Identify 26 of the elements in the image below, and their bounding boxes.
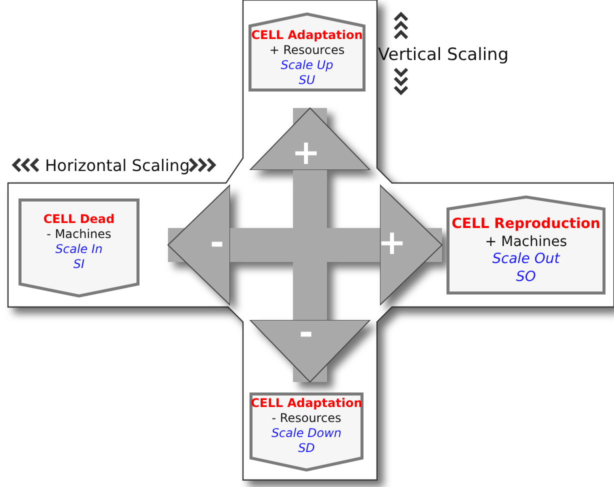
- node-text: - Resources: [272, 411, 342, 426]
- pentagon-box: [249, 392, 364, 472]
- node-text: + Resources: [269, 43, 345, 58]
- node-text: SO: [516, 268, 536, 286]
- node-text: Scale Out: [492, 251, 560, 268]
- node-text: SI: [73, 257, 85, 272]
- edge-label: +: [378, 226, 406, 260]
- axis-label: Horizontal Scaling: [45, 155, 190, 177]
- node-text: CELL Reproduction: [452, 216, 600, 234]
- node-text: SD: [298, 441, 315, 456]
- node-text: CELL Adaptation: [251, 28, 363, 43]
- pentagon-box: [18, 198, 140, 298]
- edge-label: -: [298, 316, 314, 350]
- node-text: CELL Dead: [43, 212, 115, 227]
- pentagon-box: [446, 195, 606, 295]
- axis-label: Vertical Scaling: [378, 44, 509, 67]
- node-text: Scale Up: [280, 58, 334, 73]
- node-text: - Machines: [46, 227, 112, 242]
- node-text: Scale In: [55, 242, 103, 257]
- node-text: Scale Down: [271, 426, 342, 441]
- edge-label: +: [292, 136, 320, 170]
- pentagon-box: [248, 12, 366, 92]
- node-text: + Machines: [484, 234, 568, 251]
- node-text: SU: [298, 73, 316, 88]
- node-text: CELL Adaptation: [250, 396, 362, 411]
- edge-label: -: [210, 226, 224, 260]
